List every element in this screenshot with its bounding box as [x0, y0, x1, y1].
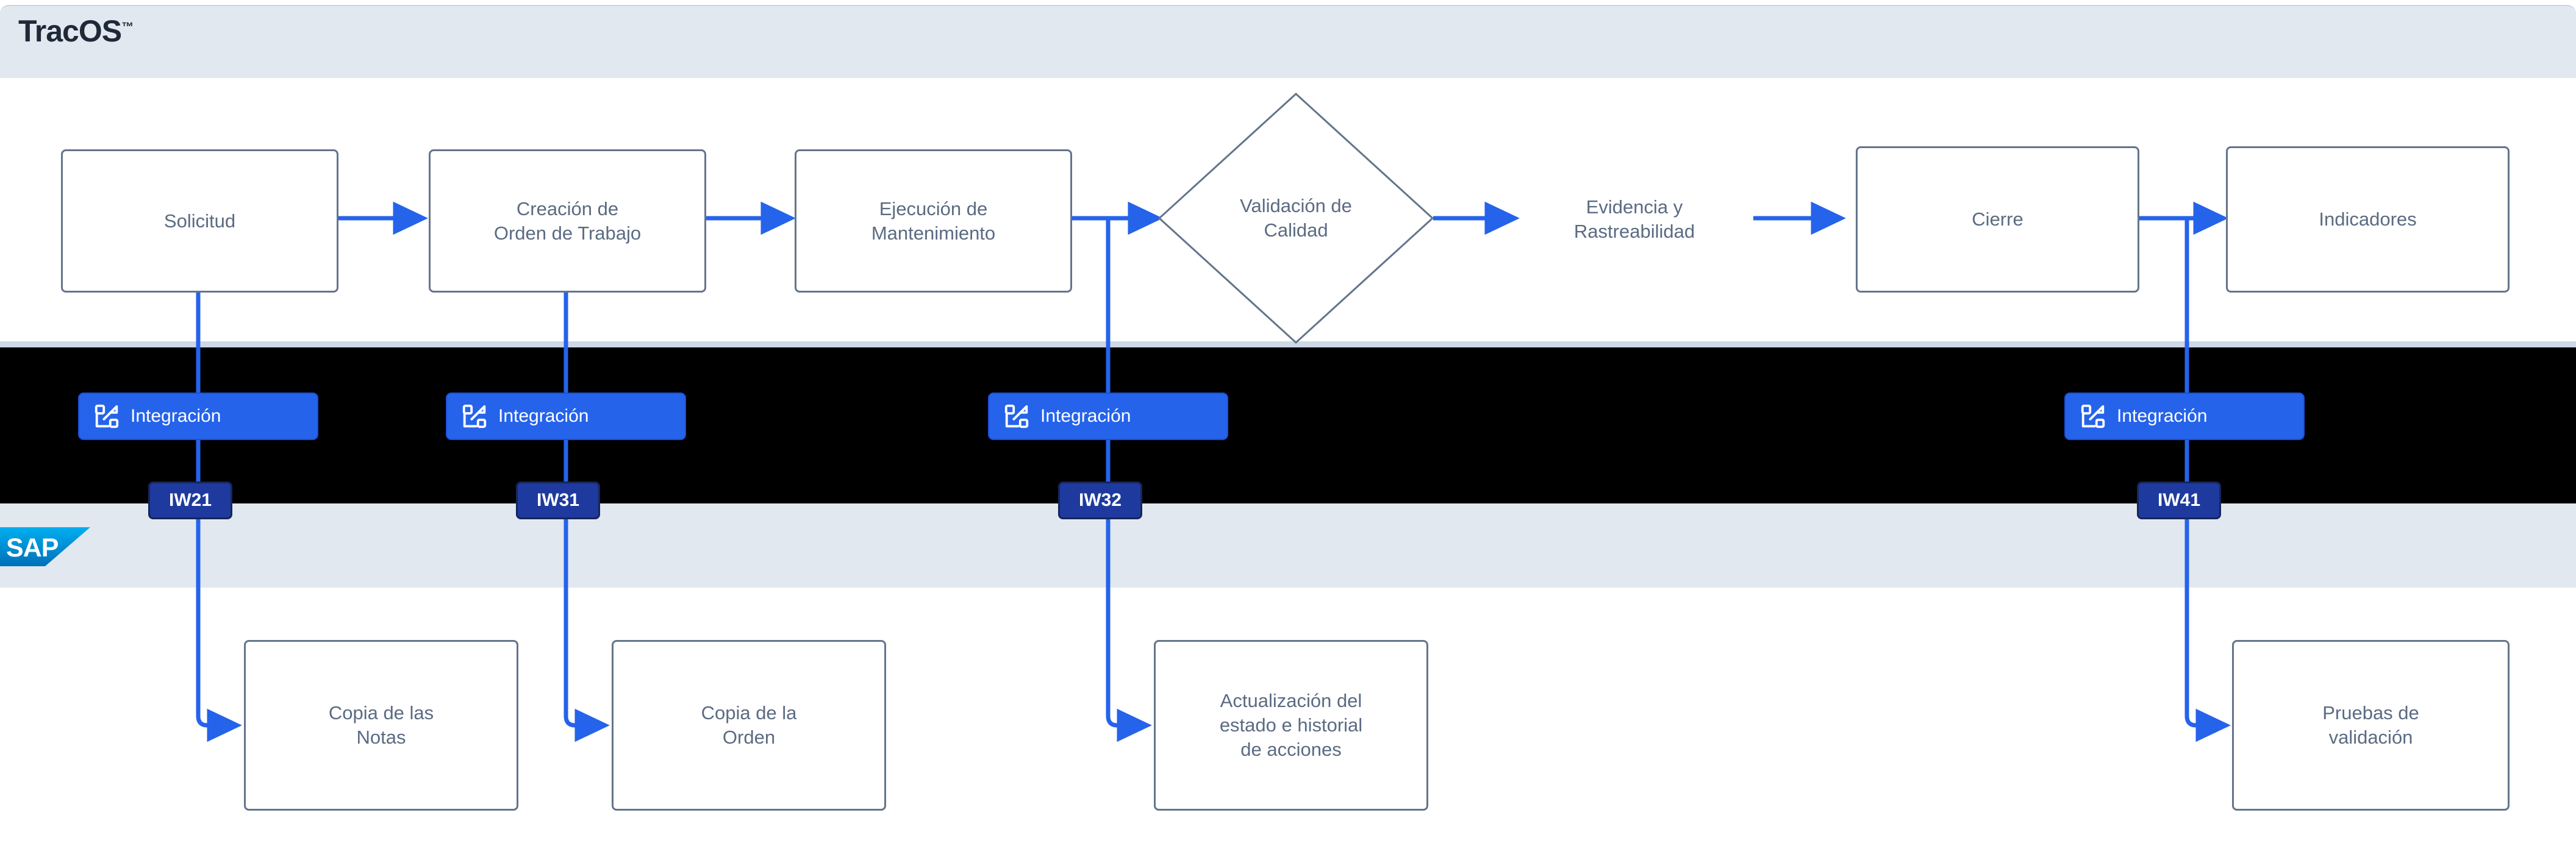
- lane-divider: [0, 341, 2576, 347]
- node-cierre[interactable]: Cierre: [1856, 146, 2139, 293]
- diamond-shape: [1157, 92, 1434, 344]
- header-band: [0, 5, 2576, 79]
- line-iw41-to-pruebas: [2184, 519, 2231, 742]
- sap-logo-text: SAP: [6, 533, 59, 563]
- integration-pill-3-label: Integración: [1040, 406, 1131, 426]
- integration-icon: [462, 404, 487, 428]
- integration-pill-2-label: Integración: [498, 406, 589, 426]
- integration-icon: [1004, 404, 1029, 428]
- integration-icon: [2081, 404, 2105, 428]
- trademark-symbol: ™: [121, 20, 134, 34]
- node-indicadores[interactable]: Indicadores: [2226, 146, 2510, 293]
- integration-pill-2[interactable]: Integración: [446, 393, 686, 440]
- tcode-badge-iw41[interactable]: IW41: [2137, 482, 2221, 519]
- integration-pill-3[interactable]: Integración: [988, 393, 1228, 440]
- brand-name: TracOS: [18, 14, 122, 48]
- line-iw32-to-actualizacion: [1106, 519, 1152, 742]
- tcode-badge-iw31[interactable]: IW31: [516, 482, 600, 519]
- tcode-badge-iw32[interactable]: IW32: [1058, 482, 1142, 519]
- tcode-badge-iw21[interactable]: IW21: [148, 482, 232, 519]
- integration-pill-1[interactable]: Integración: [78, 393, 318, 440]
- integration-pill-4-label: Integración: [2117, 406, 2208, 426]
- integration-pill-1-label: Integración: [131, 406, 221, 426]
- line-iw31-to-copia-orden: [564, 519, 610, 742]
- integration-pill-4[interactable]: Integración: [2064, 393, 2305, 440]
- integration-icon: [95, 404, 119, 428]
- line-iw21-to-copia-notas: [196, 519, 242, 742]
- sap-logo: SAP: [0, 527, 90, 566]
- node-solicitud[interactable]: Solicitud: [61, 149, 338, 293]
- page-title: TracOS™: [18, 16, 134, 46]
